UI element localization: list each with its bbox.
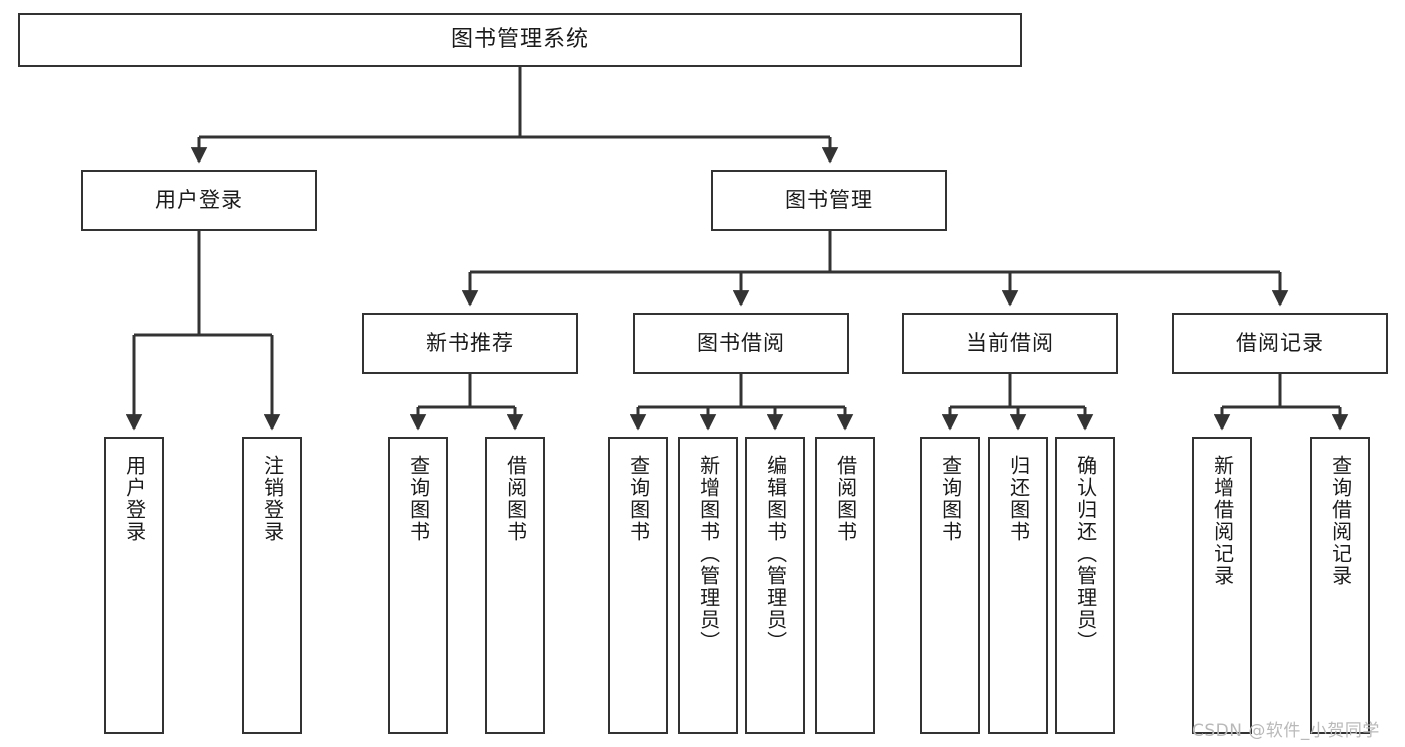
node-book-manage-label: 图书管理 [785, 187, 873, 212]
node-leaf-borrow-book-label: 借阅图书 [833, 455, 858, 543]
csdn-watermark: CSDN @软件_小贺同学 [1192, 721, 1380, 741]
node-leaf-query-borrow-rec[interactable]: 查询借阅记录 [1310, 437, 1370, 734]
node-borrow-record-label: 借阅记录 [1236, 330, 1324, 355]
node-user-login[interactable]: 用户登录 [81, 170, 317, 231]
node-new-book-rec[interactable]: 新书推荐 [362, 313, 578, 374]
node-root[interactable]: 图书管理系统 [18, 13, 1022, 67]
node-leaf-query-book-bor[interactable]: 查询图书 [608, 437, 668, 734]
node-new-book-rec-label: 新书推荐 [426, 330, 514, 355]
node-leaf-user-login-label: 用户登录 [122, 455, 147, 543]
node-book-borrow-label: 图书借阅 [697, 330, 785, 355]
node-book-manage[interactable]: 图书管理 [711, 170, 947, 231]
node-leaf-add-book[interactable]: 新增图书（管理员） [678, 437, 738, 734]
node-leaf-query-book-cur[interactable]: 查询图书 [920, 437, 980, 734]
node-root-label: 图书管理系统 [450, 26, 589, 52]
node-leaf-return-book-label: 归还图书 [1006, 455, 1031, 543]
node-leaf-edit-book[interactable]: 编辑图书（管理员） [745, 437, 805, 734]
node-current-borrow[interactable]: 当前借阅 [902, 313, 1118, 374]
node-leaf-add-book-label: 新增图书（管理员） [696, 455, 721, 653]
node-leaf-query-book-rec[interactable]: 查询图书 [388, 437, 448, 734]
node-leaf-logout-login-label: 注销登录 [260, 455, 285, 543]
node-leaf-edit-book-label: 编辑图书（管理员） [763, 455, 788, 653]
node-leaf-return-book[interactable]: 归还图书 [988, 437, 1048, 734]
node-leaf-query-borrow-rec-label: 查询借阅记录 [1328, 455, 1353, 587]
node-leaf-confirm-return-label: 确认归还（管理员） [1073, 455, 1098, 653]
node-leaf-query-book-cur-label: 查询图书 [938, 455, 963, 543]
node-leaf-borrow-book[interactable]: 借阅图书 [815, 437, 875, 734]
node-leaf-add-borrow-rec-label: 新增借阅记录 [1210, 455, 1235, 587]
node-user-login-label: 用户登录 [155, 187, 243, 212]
node-leaf-add-borrow-rec[interactable]: 新增借阅记录 [1192, 437, 1252, 734]
node-leaf-query-book-rec-label: 查询图书 [406, 455, 431, 543]
node-leaf-confirm-return[interactable]: 确认归还（管理员） [1055, 437, 1115, 734]
node-current-borrow-label: 当前借阅 [966, 330, 1054, 355]
node-leaf-borrow-book-rec-label: 借阅图书 [503, 455, 528, 543]
node-leaf-user-login[interactable]: 用户登录 [104, 437, 164, 734]
node-borrow-record[interactable]: 借阅记录 [1172, 313, 1388, 374]
node-leaf-borrow-book-rec[interactable]: 借阅图书 [485, 437, 545, 734]
node-book-borrow[interactable]: 图书借阅 [633, 313, 849, 374]
node-leaf-logout-login[interactable]: 注销登录 [242, 437, 302, 734]
node-leaf-query-book-bor-label: 查询图书 [626, 455, 651, 543]
